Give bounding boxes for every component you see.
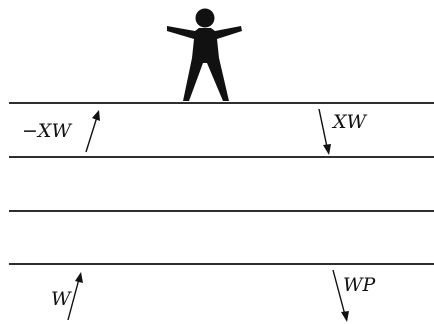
label-minus-xw: −XW: [22, 120, 72, 142]
figure-body: [167, 26, 242, 101]
person-standing-arms-out-icon: [167, 8, 242, 101]
up-arrow-bottom-left: [67, 272, 83, 321]
label-wp: WP: [343, 274, 377, 296]
down-arrow-top-right: [318, 108, 331, 155]
label-w: W: [51, 288, 72, 310]
figure-head: [195, 8, 215, 28]
down-arrow-bottom-right: [332, 269, 349, 322]
label-xw: XW: [331, 111, 368, 133]
up-arrow-top-left: [85, 110, 100, 153]
